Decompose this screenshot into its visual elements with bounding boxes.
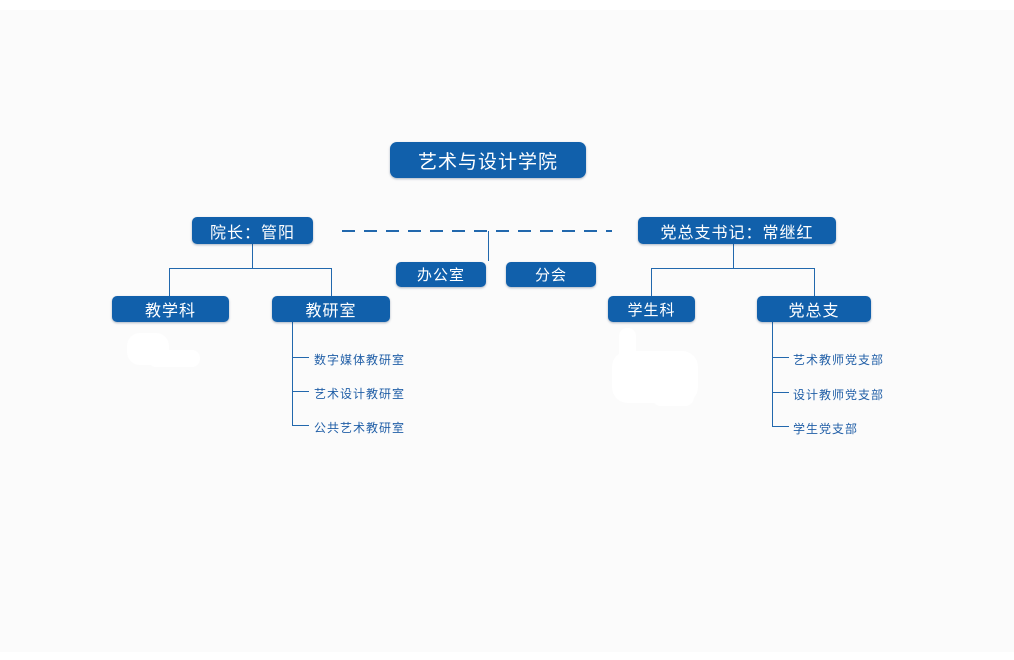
node-teaching-section: 教学科: [112, 296, 229, 322]
rail-to-teaching-research-office: [331, 268, 332, 296]
dean-children-rail: [169, 268, 332, 269]
node-student-section: 学生科: [608, 296, 695, 322]
white-artifact-right-3: [652, 388, 694, 406]
node-dean: 院长：管阳: [192, 217, 313, 244]
node-sub-association: 分会: [506, 262, 596, 287]
leaf-party-branch-3: 学生党支部: [793, 422, 859, 436]
party-branch-spine: [772, 322, 773, 427]
center-drop-line: [488, 231, 489, 261]
party-branch-tick-2: [773, 392, 789, 393]
node-college-title: 艺术与设计学院: [390, 142, 586, 178]
leaf-party-branch-1: 艺术教师党支部: [793, 353, 885, 367]
leaf-teaching-research-room-1: 数字媒体教研室: [314, 353, 406, 367]
party-drop-line: [733, 244, 734, 268]
party-branch-tick-1: [773, 357, 789, 358]
rail-to-teaching-section: [169, 268, 170, 296]
teaching-research-spine: [292, 322, 293, 426]
leaf-teaching-research-room-2: 艺术设计教研室: [314, 387, 406, 401]
teaching-research-tick-2: [293, 391, 309, 392]
node-teaching-research-office: 教研室: [272, 296, 390, 322]
teaching-research-tick-1: [293, 357, 309, 358]
party-children-rail: [651, 268, 815, 269]
node-office: 办公室: [396, 262, 486, 287]
leaf-teaching-research-room-3: 公共艺术教研室: [314, 421, 406, 435]
dean-to-party-dashed-connector: [342, 230, 612, 232]
teaching-research-tick-3: [293, 425, 309, 426]
party-branch-tick-3: [773, 426, 789, 427]
node-party-general-branch: 党总支: [757, 296, 871, 322]
rail-to-student-section: [651, 268, 652, 296]
rail-to-party-general-branch: [814, 268, 815, 296]
slide-background: [0, 10, 1014, 652]
node-party-secretary: 党总支书记：常继红: [638, 217, 836, 244]
leaf-party-branch-2: 设计教师党支部: [793, 388, 885, 402]
white-artifact-left-2: [148, 350, 200, 367]
dean-drop-line: [252, 244, 253, 268]
